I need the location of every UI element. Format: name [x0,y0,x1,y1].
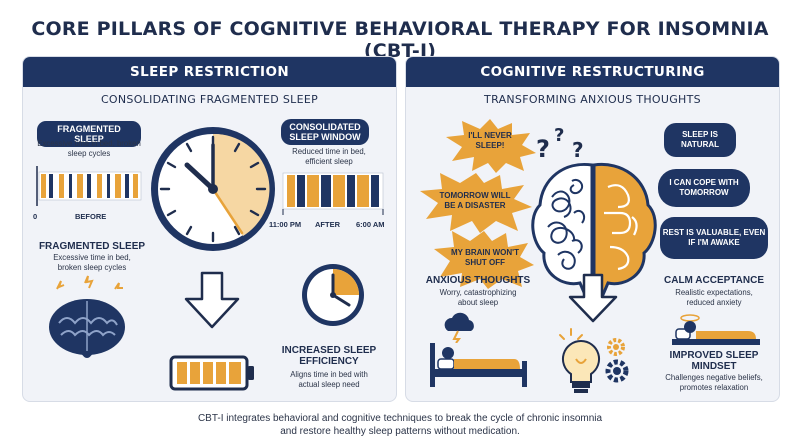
fragmented-heading-desc: Excessive time in bed, broken sleep cycl… [53,253,131,272]
calm-desc: Realistic expectations, reduced anxiety [675,288,753,307]
lightbulb-rays-icon [559,328,583,340]
burst-icon [434,231,534,289]
down-arrow-icon [568,273,618,323]
before-sleep-bar-icon [36,166,142,206]
consolidated-window-desc: Reduced time in bed, efficient sleep [292,147,366,166]
anxious-heading: ANXIOUS THOUGHTS [425,275,531,286]
sleep-restriction-subheading: CONSOLIDATING FRAGMENTED SLEEP [100,93,319,106]
storm-cloud-icon [444,312,474,343]
efficiency-heading: INCREASED SLEEP EFFICIENCY [281,345,377,367]
footer-line-2: and restore healthy sleep patterns witho… [280,426,520,437]
cognitive-restructuring-header: COGNITIVE RESTRUCTURING [406,57,779,87]
svg-text:?: ? [554,125,564,146]
mindset-desc: Challenges negative beliefs, promotes re… [665,373,763,392]
calm-thought-1: SLEEP IS NATURAL [664,123,736,157]
svg-text:?: ? [572,138,584,162]
cognitive-restructuring-panel: COGNITIVE RESTRUCTURING TRANSFORMING ANX… [405,56,780,402]
battery-icon [169,355,254,391]
before-label: BEFORE [75,212,107,221]
burst-icon [420,173,532,233]
sleep-restriction-header: SLEEP RESTRICTION [23,57,396,87]
fragmented-sleep-desc: Excessive time in bed, broken sleep cycl… [37,139,141,158]
sleeping-person-icon [672,314,760,345]
fragmented-sleep-pill: FRAGMENTED SLEEP [37,121,141,147]
calm-thought-2: I CAN COPE WITH TOMORROW [658,169,750,207]
time-start-label: 11:00 PM [269,220,302,229]
efficiency-desc: Aligns time in bed with actual sleep nee… [290,370,368,389]
bed-icon [430,343,527,387]
footer-line-1: CBT-I integrates behavioral and cognitiv… [197,413,603,424]
gear-icon [605,338,629,383]
mindset-heading: IMPROVED SLEEP MINDSET [669,350,759,372]
calm-thought-3: REST IS VALUABLE, EVEN IF I'M AWAKE [660,217,768,259]
small-clock-icon [302,264,364,326]
question-mark-icon: ? ? ? [536,125,584,163]
consolidated-window-pill: CONSOLIDATED SLEEP WINDOW [281,119,369,145]
clock-icon [151,127,275,251]
calm-heading: CALM ACCEPTANCE [664,275,764,286]
anxious-thought-2: TOMORROW WILL BE A DISASTER [439,191,511,210]
time-end-label: 6:00 AM [356,220,385,229]
after-sleep-bar-icon [282,172,384,215]
after-label: AFTER [315,220,340,229]
anxious-thought-1: I'LL NEVER SLEEP! [468,131,512,150]
before-zero-label: 0 [33,212,38,221]
anxious-desc: Worry, catastrophizing about sleep [439,288,517,307]
burst-icon [446,119,536,173]
lightbulb-icon [561,339,601,393]
sleep-restriction-panel: SLEEP RESTRICTION CONSOLIDATING FRAGMENT… [22,56,397,402]
fragmented-heading: FRAGMENTED SLEEP [38,241,146,252]
brain-icon [49,275,125,358]
anxious-thought-3: MY BRAIN WON'T SHUT OFF [451,248,519,267]
cognitive-restructuring-subheading: TRANSFORMING ANXIOUS THOUGHTS [484,93,701,106]
down-arrow-icon [184,271,240,329]
brain-icon [531,162,657,299]
svg-text:?: ? [536,135,550,163]
